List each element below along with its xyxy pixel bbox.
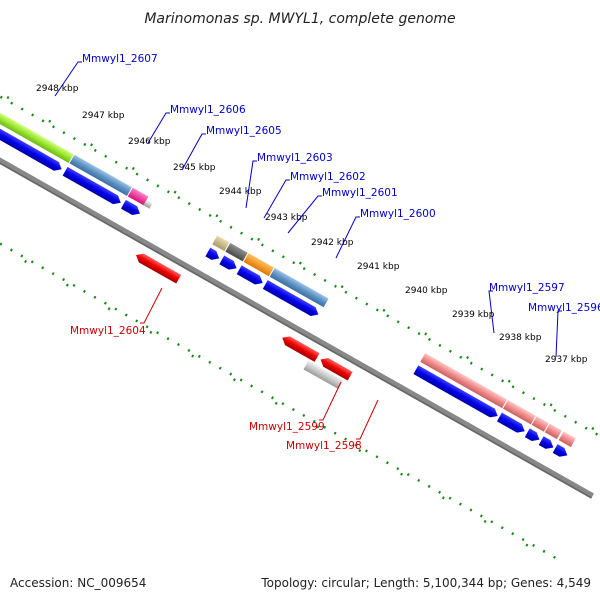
leader-2598 [356, 399, 379, 440]
gene-label-2606: Mmwyl1_2606 [170, 104, 246, 116]
map-title: Marinomonas sp. MWYL1, complete genome [144, 11, 455, 27]
genome-backbone-shadow [0, 122, 592, 499]
gene-label-2599: Mmwyl1_2599 [249, 421, 325, 433]
cds-arrow [552, 444, 568, 457]
gene-bar-2601 [243, 253, 274, 277]
kbp-label: 2948 kbp [36, 84, 79, 94]
cds-arrow [236, 265, 263, 285]
gene-bar-extra-b [544, 423, 562, 440]
leader-lines [54, 61, 562, 440]
gene-bar-extra-c [558, 431, 576, 448]
kbp-label: 2939 kbp [452, 310, 495, 320]
accession-text: Accession: NC_009654 [10, 576, 147, 590]
kbp-label: 2943 kbp [265, 213, 308, 223]
kbp-label: 2945 kbp [173, 163, 216, 173]
gene-arrow-2598-red [320, 358, 353, 381]
cds-arrow [205, 247, 220, 260]
leader-2603 [245, 160, 257, 209]
forward-cds [0, 97, 568, 457]
leader-2600 [335, 216, 360, 259]
gene-bar-2600 [269, 267, 329, 308]
gene-label-2605: Mmwyl1_2605 [206, 125, 282, 137]
kbp-label: 2940 kbp [405, 286, 448, 296]
leader-2596 [555, 310, 562, 358]
kbp-scale: 2948 kbp 2947 kbp 2946 kbp 2945 kbp 2944… [36, 84, 588, 365]
kbp-label: 2938 kbp [499, 333, 542, 343]
cds-arrow [219, 255, 237, 270]
outer-ticks [0, 69, 600, 449]
kbp-label: 2944 kbp [219, 187, 262, 197]
cds-arrow [0, 97, 62, 171]
leader-2597 [488, 290, 495, 334]
gene-bar-2607 [0, 85, 74, 163]
gene-bar-2602 [225, 242, 248, 262]
leader-2604 [140, 287, 163, 324]
cds-arrow [524, 428, 540, 442]
genome-backbone [0, 119, 595, 499]
reverse-genes [136, 253, 353, 390]
kbp-label: 2946 kbp [128, 137, 171, 147]
cds-arrow [538, 436, 554, 449]
gene-label-2601: Mmwyl1_2601 [322, 187, 398, 199]
gene-bar-small [143, 200, 153, 209]
gene-bar-2603 [212, 235, 230, 252]
cds-arrow [262, 280, 319, 316]
gene-label-2598: Mmwyl1_2598 [286, 440, 362, 452]
leader-2602 [263, 179, 290, 219]
gene-bar-2606 [69, 154, 132, 196]
gene-label-2604: Mmwyl1_2604 [70, 325, 146, 337]
gene-label-2596: Mmwyl1_2596 [528, 302, 600, 314]
gene-bar-extra-a [531, 416, 549, 432]
gene-labels: Mmwyl1_2607 Mmwyl1_2606 Mmwyl1_2605 Mmwy… [70, 53, 600, 452]
feature-bars [0, 85, 576, 448]
gene-bar-2598 [303, 360, 344, 390]
gene-label-2600: Mmwyl1_2600 [360, 208, 436, 220]
cds-arrow [413, 365, 498, 418]
gene-label-2603: Mmwyl1_2603 [257, 152, 333, 164]
kbp-label: 2941 kbp [357, 262, 400, 272]
gene-arrow-2604 [136, 253, 182, 284]
cds-arrow [120, 199, 140, 216]
gene-bar-2597 [420, 353, 508, 409]
gene-bar-2605 [127, 187, 149, 206]
inner-ticks [0, 183, 558, 563]
cds-arrow [496, 412, 525, 433]
gene-bar-2596 [502, 399, 536, 425]
gene-label-2597: Mmwyl1_2597 [489, 282, 565, 294]
topology-text: Topology: circular; Length: 5,100,344 bp… [261, 576, 591, 590]
leader-2605 [181, 133, 206, 171]
kbp-label: 2947 kbp [82, 111, 125, 121]
leader-2606 [147, 112, 170, 144]
gene-arrow-2599 [282, 336, 320, 362]
gene-label-2602: Mmwyl1_2602 [290, 171, 366, 183]
leader-2601 [287, 195, 322, 234]
leader-2607 [54, 61, 82, 97]
leader-2599 [319, 381, 342, 421]
kbp-label: 2937 kbp [545, 355, 588, 365]
cds-arrow [62, 166, 121, 205]
kbp-label: 2942 kbp [311, 238, 354, 248]
gene-label-2607: Mmwyl1_2607 [82, 53, 158, 65]
